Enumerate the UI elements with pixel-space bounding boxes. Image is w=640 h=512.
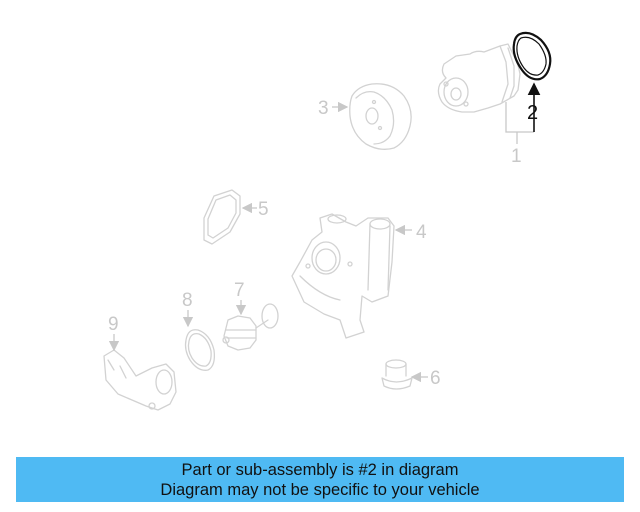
plug-part[interactable] — [381, 359, 413, 390]
o-ring-part[interactable] — [184, 329, 216, 371]
callout-7: 7 — [234, 280, 245, 301]
thermostat-part[interactable] — [222, 303, 279, 351]
info-banner: Part or sub-assembly is #2 in diagram Di… — [16, 457, 624, 502]
callout-9: 9 — [108, 314, 119, 335]
water-pump-part[interactable] — [437, 43, 521, 113]
callout-1: 1 — [511, 146, 522, 167]
pump-gasket-ring-part[interactable] — [512, 31, 552, 81]
callout-1-bracket — [505, 102, 534, 133]
thermostat-housing-part[interactable] — [291, 213, 395, 339]
callout-4: 4 — [416, 222, 427, 243]
coolant-outlet-pipe-part[interactable] — [103, 349, 177, 411]
housing-gasket-part[interactable] — [203, 189, 241, 245]
callout-2: 2 — [527, 102, 538, 124]
callout-5: 5 — [258, 199, 269, 220]
pulley-part[interactable] — [349, 83, 412, 150]
callout-3: 3 — [318, 98, 329, 119]
banner-line-part-number: Part or sub-assembly is #2 in diagram — [181, 460, 459, 479]
banner-line-disclaimer: Diagram may not be specific to your vehi… — [160, 480, 480, 499]
callout-6: 6 — [430, 368, 441, 389]
callout-8: 8 — [182, 290, 193, 311]
